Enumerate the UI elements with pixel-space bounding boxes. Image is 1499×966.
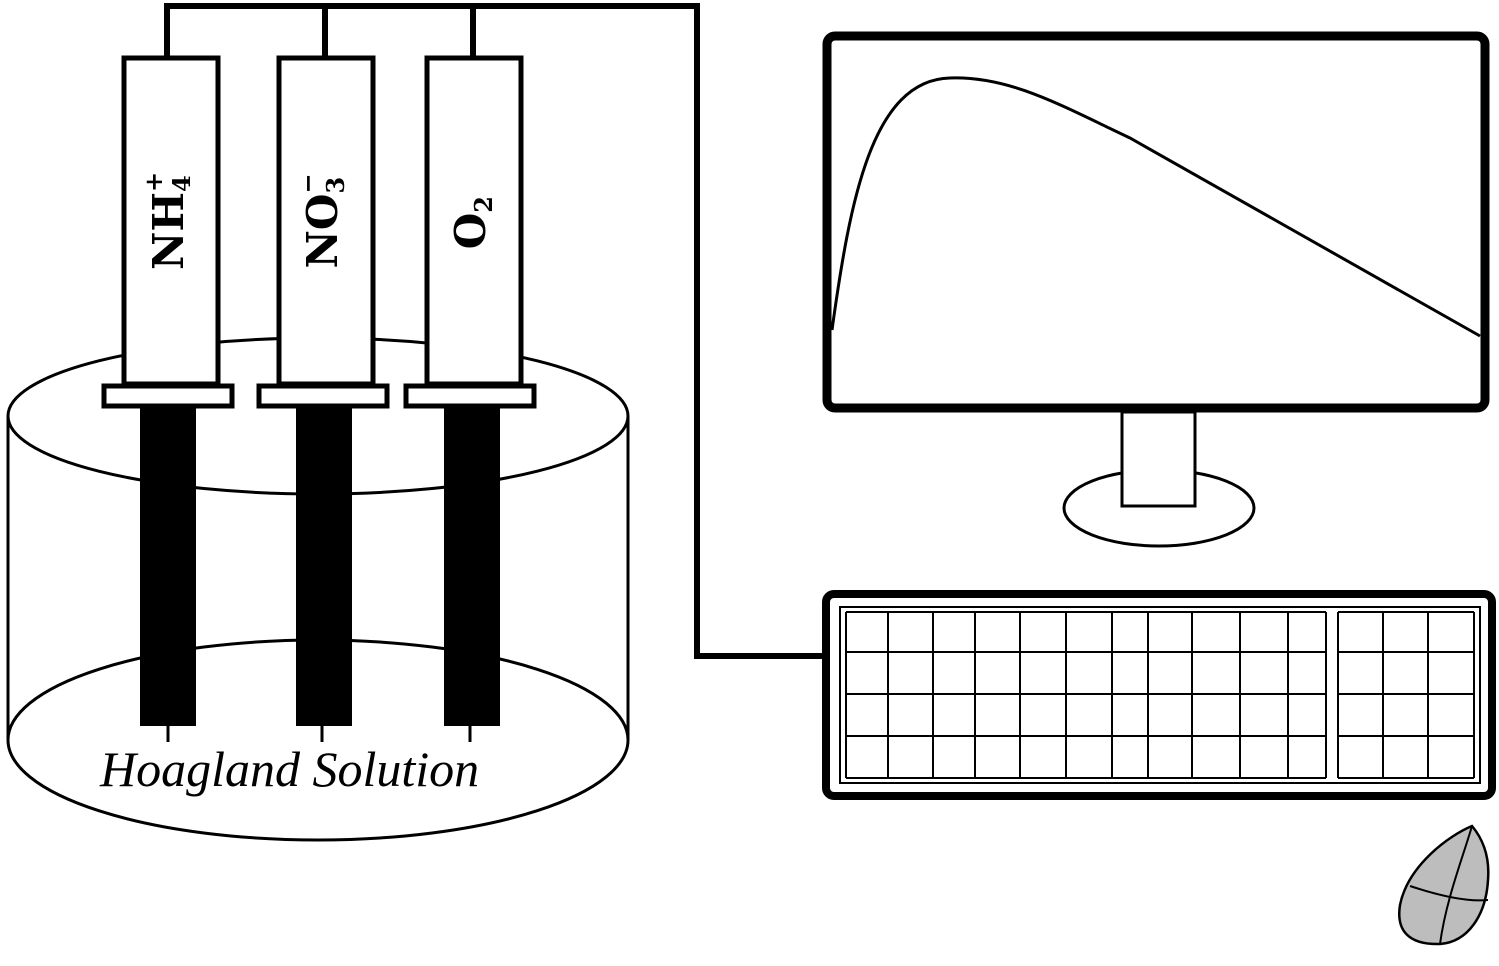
electrode-body [424, 55, 524, 387]
electrode-probe [444, 408, 500, 726]
keyboard [822, 590, 1496, 800]
electrode-probe [296, 408, 352, 726]
leaf-blade [1398, 824, 1490, 946]
leaf-midrib [1439, 825, 1473, 945]
electrode-collar [256, 383, 390, 409]
electrode-o2 [403, 55, 537, 742]
signal-curve [830, 76, 1481, 338]
electrode-body [276, 55, 376, 387]
electrode-label-no3: NO−3 [293, 173, 350, 269]
electrode-nh4 [101, 55, 235, 742]
electrode-no3 [256, 55, 390, 742]
monitor [822, 31, 1490, 548]
monitor-screen [822, 31, 1490, 413]
electrode-label-nh4: NH+4 [139, 171, 196, 271]
main-cable [164, 3, 830, 659]
monitor-stand [1120, 410, 1197, 508]
solution-label: Hoagland Solution [100, 741, 480, 797]
keyboard-keys [845, 611, 1475, 779]
electrode-body [121, 55, 221, 387]
cable [164, 3, 830, 659]
leaf [1398, 824, 1490, 946]
electrode-collar [403, 383, 537, 409]
keyboard-inner-frame [839, 606, 1481, 784]
electrode-probe [140, 408, 196, 726]
electrode-collar [101, 383, 235, 409]
leaf-vein [1409, 885, 1489, 902]
